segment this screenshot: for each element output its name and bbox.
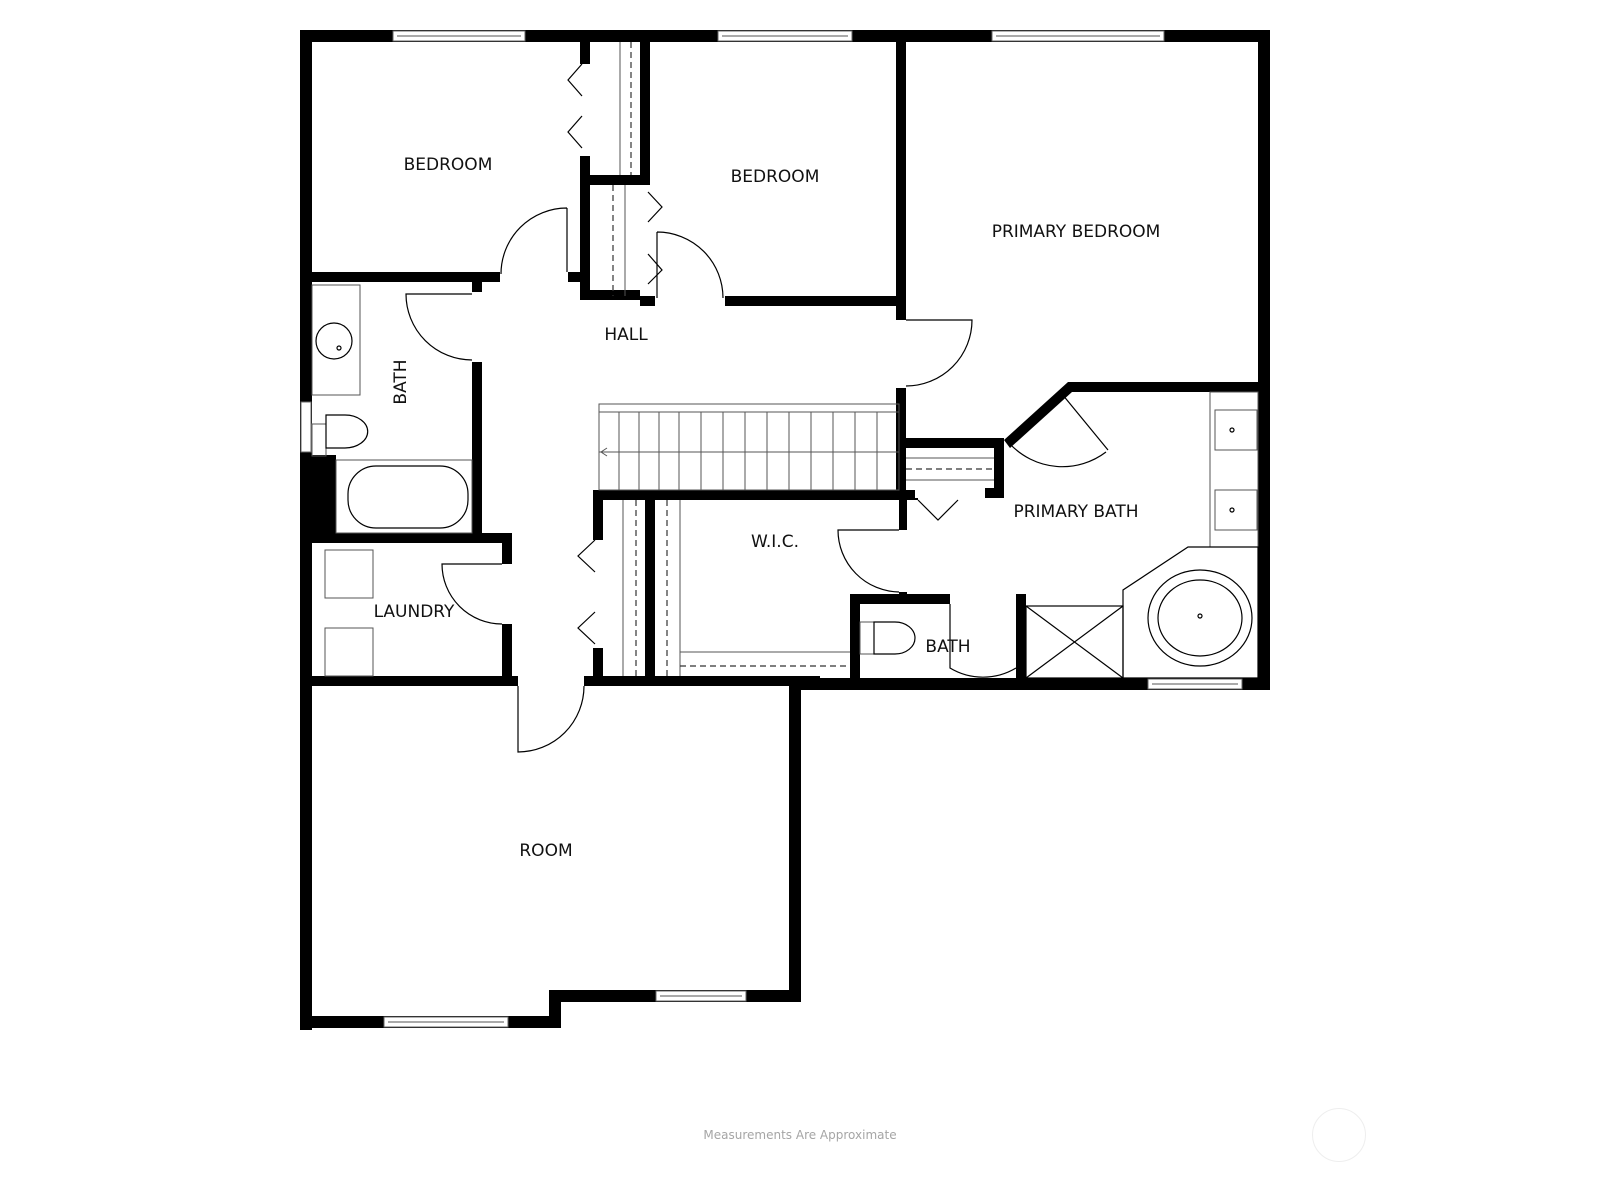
label-wic: W.I.C. bbox=[751, 532, 799, 552]
label-room: ROOM bbox=[519, 841, 572, 861]
label-bedroom-2: BEDROOM bbox=[731, 167, 820, 187]
closet-shelves bbox=[612, 42, 994, 676]
door-openings bbox=[472, 64, 1016, 686]
watermark-circle-icon bbox=[1312, 1108, 1366, 1162]
room-labels: BEDROOM BEDROOM PRIMARY BEDROOM HALL BAT… bbox=[374, 155, 1161, 861]
label-bath-1: BATH bbox=[391, 359, 411, 404]
interior-walls bbox=[300, 30, 1270, 686]
windows bbox=[300, 30, 1243, 1028]
label-primary-bedroom: PRIMARY BEDROOM bbox=[992, 222, 1161, 242]
doors bbox=[405, 63, 1109, 753]
label-hall: HALL bbox=[604, 325, 648, 345]
label-bath-2: BATH bbox=[925, 637, 970, 657]
fixtures bbox=[311, 284, 1259, 679]
label-primary-bath: PRIMARY BATH bbox=[1013, 502, 1138, 522]
measurements-note: Measurements Are Approximate bbox=[703, 1128, 897, 1142]
label-laundry: LAUNDRY bbox=[374, 602, 455, 622]
staircase bbox=[598, 403, 900, 491]
label-bedroom-1: BEDROOM bbox=[404, 155, 493, 175]
